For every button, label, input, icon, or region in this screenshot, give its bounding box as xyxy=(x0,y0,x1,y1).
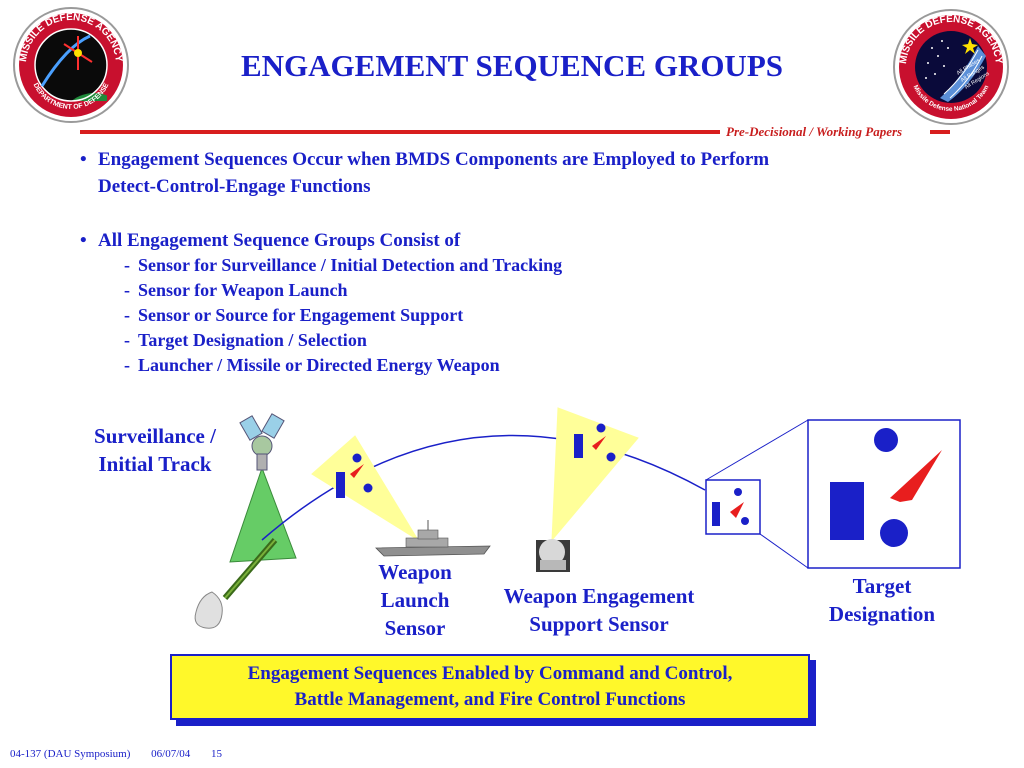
ship-icon xyxy=(375,520,491,557)
list-item: -Sensor for Weapon Launch xyxy=(124,280,348,300)
bullet-1: • Engagement Sequences Occur when BMDS C… xyxy=(80,146,940,200)
missile-trajectory xyxy=(261,434,706,541)
footer-date: 06/07/04 xyxy=(151,748,191,760)
label-weapon-launch-sensor: Weapon Launch Sensor xyxy=(378,560,452,640)
mda-logo-right-icon: All Phases All Ranges All Regions MISSIL… xyxy=(893,9,1009,125)
bullet-2-line-1: All Engagement Sequence Groups Consist o… xyxy=(98,230,461,251)
label-surveillance: Surveillance / Initial Track xyxy=(94,424,216,476)
classification-label: Pre-Decisional / Working Papers xyxy=(726,124,903,139)
callout-line-1: Engagement Sequences Enabled by Command … xyxy=(247,663,733,684)
footer-doc-id: 04-137 (DAU Symposium) xyxy=(10,748,131,760)
list-item: -Sensor for Surveillance / Initial Detec… xyxy=(124,255,563,275)
header-divider xyxy=(80,130,720,134)
callout-line-2: Battle Management, and Fire Control Func… xyxy=(294,689,686,710)
mda-logo-left-icon: MISSILE DEFENSE AGENCY DEPARTMENT OF DEF… xyxy=(13,7,129,123)
satellite-icon xyxy=(239,413,285,471)
sub-item-list: -Sensor for Surveillance / Initial Detec… xyxy=(124,253,824,378)
footer: 04-137 (DAU Symposium) 06/07/04 15 xyxy=(10,748,240,760)
sensor-cone-icon xyxy=(551,407,639,542)
label-target-designation: Target Designation xyxy=(828,574,936,626)
target-marker-icon xyxy=(730,502,744,518)
list-item: -Launcher / Missile or Directed Energy W… xyxy=(124,355,500,375)
bullet-1-line-2: Detect-Control-Engage Functions xyxy=(98,176,371,197)
list-item: -Target Designation / Selection xyxy=(124,330,367,350)
callout-box: Engagement Sequences Enabled by Command … xyxy=(170,654,810,720)
label-engagement-support: Weapon Engagement Support Sensor xyxy=(503,584,695,636)
radome-icon xyxy=(536,539,570,572)
header-divider-dash xyxy=(930,130,950,134)
engagement-diagram xyxy=(194,407,961,629)
footer-page-number: 15 xyxy=(211,748,223,760)
page-title: ENGAGEMENT SEQUENCE GROUPS xyxy=(240,48,783,83)
radar-beam-icon xyxy=(229,466,297,563)
bullet-1-line-1: Engagement Sequences Occur when BMDS Com… xyxy=(98,149,770,170)
missile-icon xyxy=(194,538,278,629)
bullet-2: • All Engagement Sequence Groups Consist… xyxy=(80,227,940,254)
list-item: -Sensor or Source for Engagement Support xyxy=(124,305,464,325)
